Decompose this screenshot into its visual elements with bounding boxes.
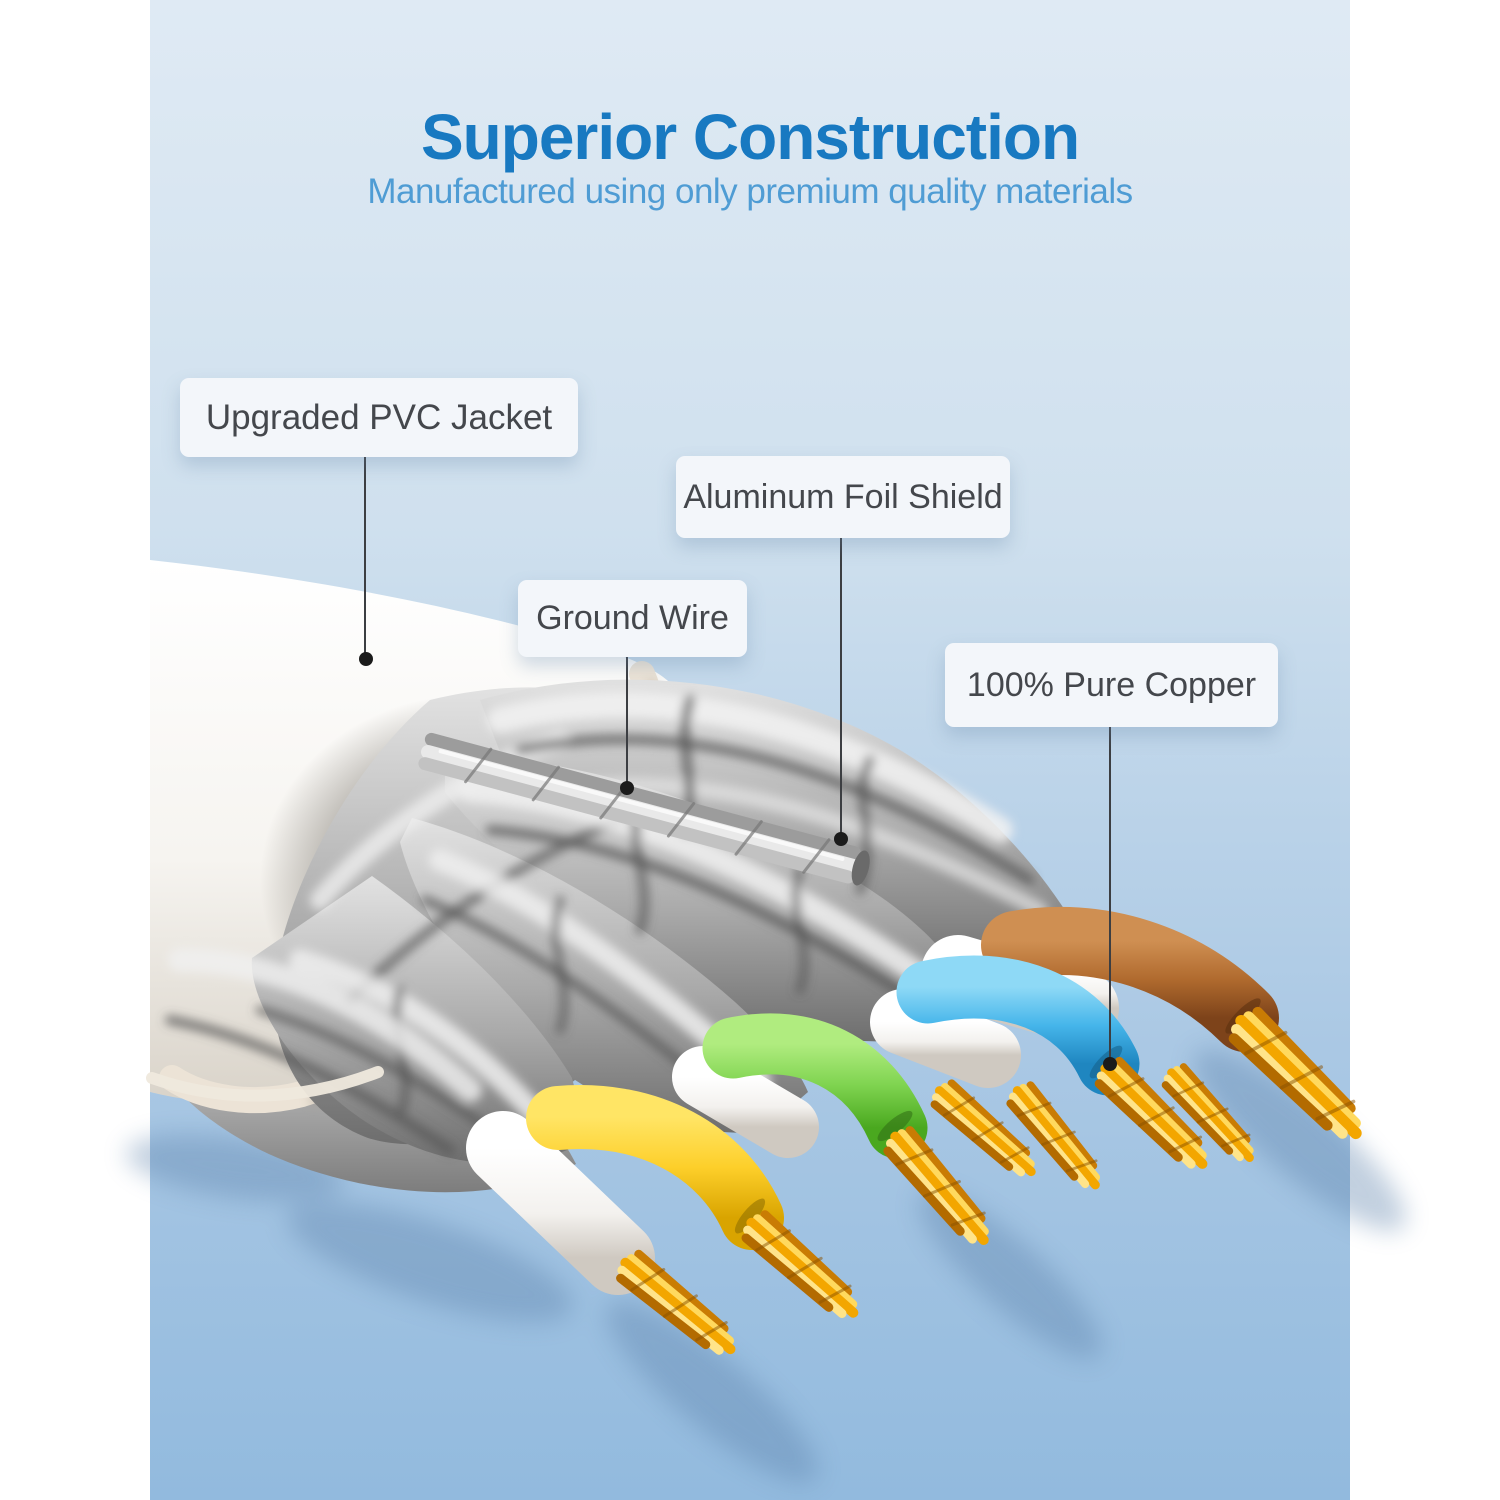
leader-dot-ground-wire [620, 781, 634, 795]
callout-ground-wire: Ground Wire [518, 580, 747, 657]
callout-pvc-jacket-label: Upgraded PVC Jacket [205, 397, 553, 437]
wire-pair-yellow [466, 1085, 866, 1362]
callout-pure-copper-label: 100% Pure Copper [966, 665, 1257, 704]
callout-pvc-jacket: Upgraded PVC Jacket [180, 378, 578, 457]
callout-aluminum-foil-shield-label: Aluminum Foil Shield [683, 477, 1003, 516]
foil-shield [146, 679, 1078, 1170]
callout-ground-wire-label: Ground Wire [536, 599, 729, 637]
leader-line-ground-wire [626, 657, 628, 783]
page-subtitle: Manufactured using only premium quality … [367, 172, 1133, 211]
foil-texture [165, 691, 1048, 1170]
leader-line-pure-copper [1109, 727, 1111, 1059]
leader-dot-aluminum-foil [834, 832, 848, 846]
leader-dot-pvc-jacket [359, 652, 373, 666]
leader-line-aluminum-foil [840, 538, 842, 834]
page-title: Superior Construction [420, 101, 1080, 173]
callout-pure-copper: 100% Pure Copper [945, 643, 1278, 727]
foil-pair-blue [445, 755, 968, 1042]
leader-line-pvc-jacket [364, 457, 366, 654]
leader-dot-pure-copper [1103, 1057, 1117, 1071]
wire-pair-green [672, 1013, 1043, 1251]
callout-aluminum-foil-shield: Aluminum Foil Shield [676, 456, 1010, 538]
